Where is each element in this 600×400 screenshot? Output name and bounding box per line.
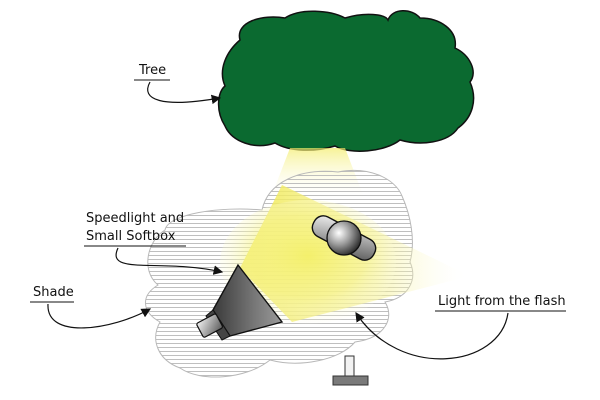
speedlight-label-line1: Speedlight and — [86, 211, 184, 226]
light-label: Light from the flash — [438, 294, 566, 309]
tree-label: Tree — [138, 63, 166, 78]
shade-label: Shade — [33, 285, 74, 300]
tree-arrow — [147, 81, 222, 105]
speedlight-arrow — [115, 247, 224, 275]
light-arrow — [355, 311, 509, 360]
softbox-icon — [196, 263, 284, 341]
subject-icon — [311, 215, 377, 261]
shade-arrow — [47, 303, 152, 329]
speedlight-label-line2: Small Softbox — [86, 229, 176, 244]
tree-shape — [217, 10, 475, 152]
camera-icon — [332, 355, 369, 386]
